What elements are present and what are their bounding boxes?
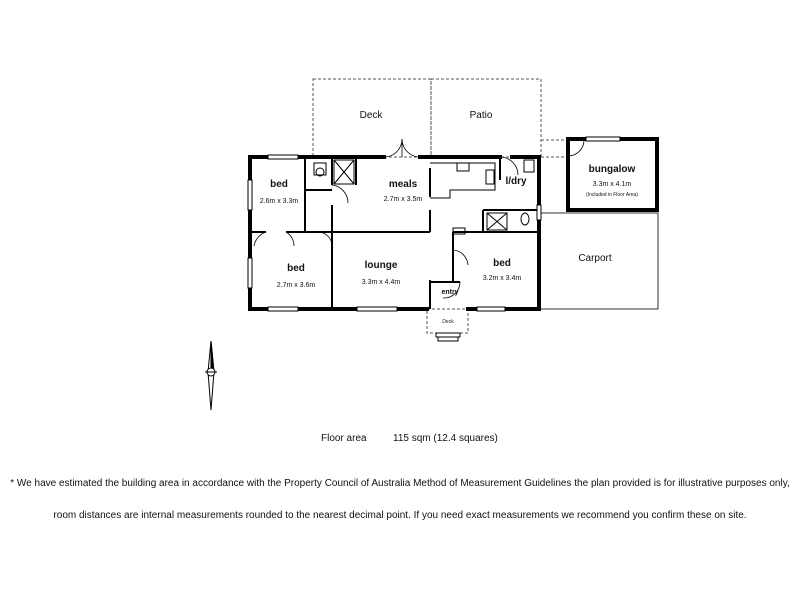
carport-outline xyxy=(541,212,659,310)
bed1-size: 2.6m x 3.3m xyxy=(260,198,299,205)
bed3-size: 3.2m x 3.4m xyxy=(483,275,522,282)
bed2-size: 2.7m x 3.6m xyxy=(277,282,316,289)
door-swings xyxy=(253,138,519,299)
entry-label: entry xyxy=(441,289,458,296)
room-labels: Deck Patio bed 2.6m x 3.3m meals 2.7m x … xyxy=(260,110,639,325)
lounge-size: 3.3m x 4.4m xyxy=(362,279,401,286)
north-arrow-icon xyxy=(205,340,217,411)
bungalow-size: 3.3m x 4.1m xyxy=(593,181,632,188)
patio-label: Patio xyxy=(470,110,493,121)
floor-area-label: Floor area xyxy=(321,433,367,444)
ldry-label: l/dry xyxy=(505,176,527,187)
kitchen-bench xyxy=(430,162,496,199)
front-steps xyxy=(435,332,461,342)
bed1-label: bed xyxy=(270,179,288,190)
front-deck-label: Deck xyxy=(442,319,454,325)
carport-label: Carport xyxy=(578,253,612,264)
bungalow-note: (Included in Floor Area) xyxy=(586,192,638,198)
fixtures xyxy=(313,159,535,235)
disclaimer-line-2: room distances are internal measurements… xyxy=(53,510,747,521)
bungalow-label: bungalow xyxy=(589,164,636,175)
lounge-label: lounge xyxy=(365,260,398,271)
meals-label: meals xyxy=(389,179,418,190)
bungalow xyxy=(566,136,659,212)
windows xyxy=(247,154,542,312)
outdoor-areas xyxy=(312,78,567,334)
disclaimer-line-1: * We have estimated the building area in… xyxy=(10,478,790,489)
deck-label: Deck xyxy=(360,110,384,121)
meals-size: 2.7m x 3.5m xyxy=(384,196,423,203)
bed2-label: bed xyxy=(287,263,305,274)
floor-area-value: 115 sqm (12.4 squares) xyxy=(393,433,498,444)
bed3-label: bed xyxy=(493,258,511,269)
wir-label: wir xyxy=(456,229,462,234)
